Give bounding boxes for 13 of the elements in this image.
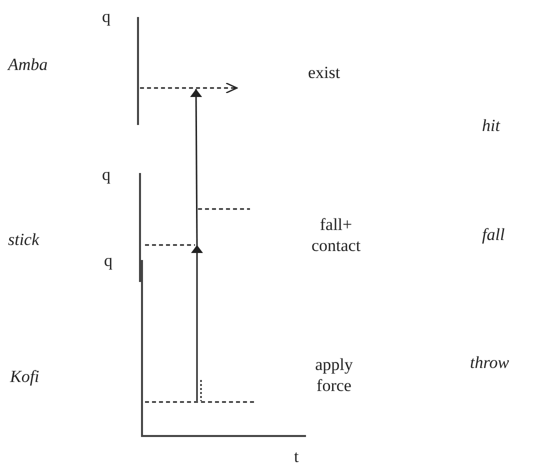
participant-label: stick [8,229,40,250]
event-label: exist [308,62,340,83]
verb-label: throw [470,352,510,373]
verb-label: hit [482,115,500,136]
axis-label: q [102,164,110,185]
verb-label: fall [482,224,505,245]
event-label: fall+ contact [310,214,362,256]
axis-label: q [104,250,112,271]
participant-label: Kofi [10,366,40,387]
axis-label: q [102,6,110,27]
participant-label: Amba [8,54,48,75]
axis-label: t [294,446,299,467]
event-label: apply force [314,354,354,396]
